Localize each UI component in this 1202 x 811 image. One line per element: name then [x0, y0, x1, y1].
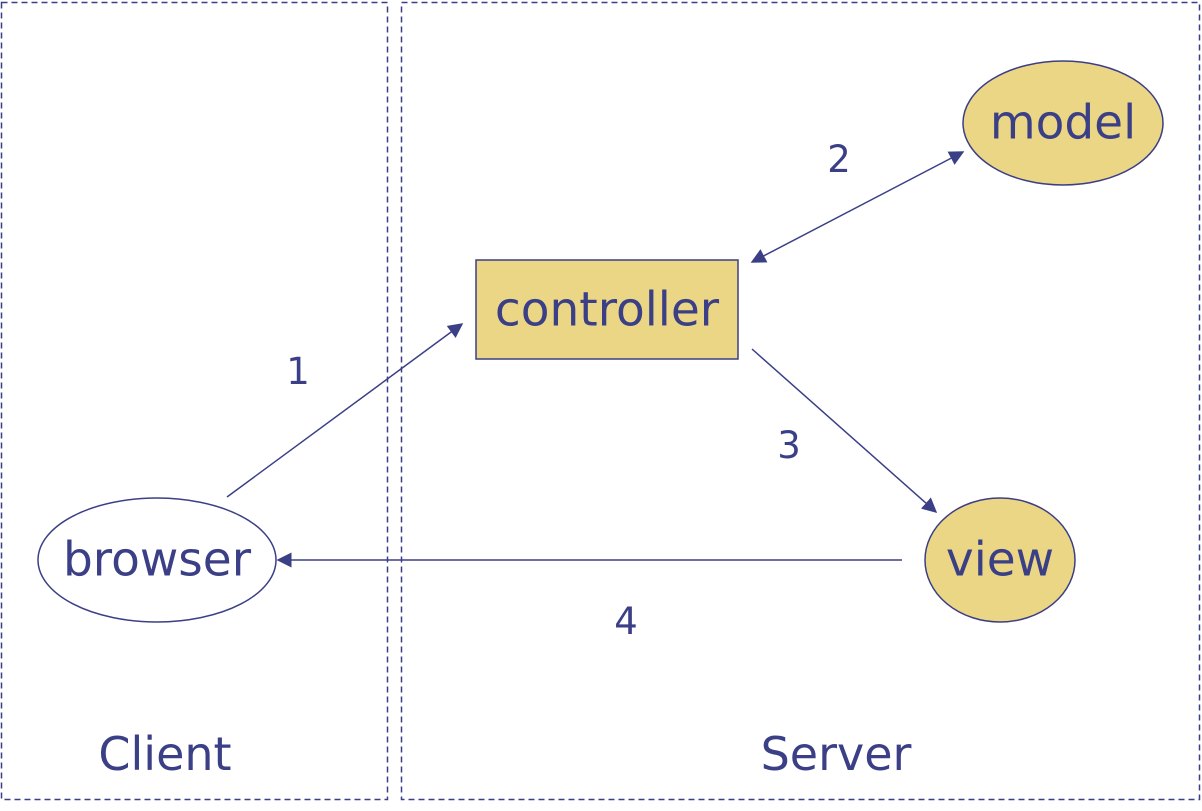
arrow-1-browser-to-controller: [226, 323, 464, 498]
client-region: [0, 1, 389, 801]
browser-node: [37, 497, 277, 623]
server-region-label: Server: [761, 727, 912, 781]
model-node: [962, 60, 1164, 186]
controller-node: [475, 259, 739, 360]
arrow-3-controller-to-view: [751, 348, 938, 513]
client-region-label: Client: [98, 727, 231, 781]
view-node: [924, 497, 1076, 623]
step-4-label: 4: [614, 600, 638, 643]
step-2-label: 2: [827, 138, 851, 181]
model-label: model: [990, 96, 1136, 151]
step-3-label: 3: [777, 424, 801, 467]
view-label: view: [946, 533, 1054, 588]
server-region: [400, 1, 1201, 801]
browser-label: browser: [63, 533, 252, 588]
controller-label: controller: [495, 283, 720, 338]
step-1-label: 1: [286, 350, 310, 393]
arrow-2-controller-model: [750, 151, 965, 263]
